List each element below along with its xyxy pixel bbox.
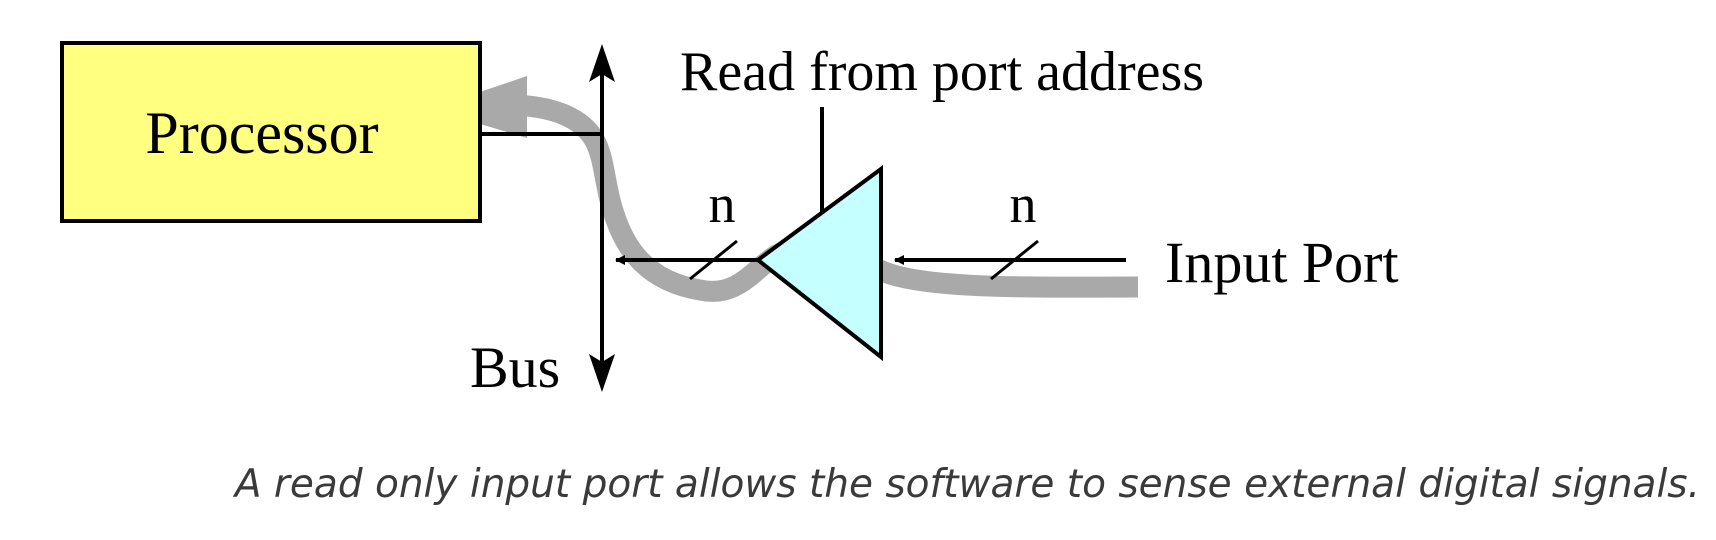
tristate-buffer-icon [754,165,883,362]
figure-caption: A read only input port allows the softwa… [234,462,1700,507]
input-port-diagram: Processor Bus Read from port address n n… [60,41,1399,400]
processor-box [60,41,482,223]
bus-width-slash-left [689,239,738,281]
bus-arrow-up [589,44,615,82]
bus-width-right-label: n [1010,174,1037,234]
bus-label: Bus [470,335,560,400]
processor-label: Processor [145,100,378,166]
data-flow-path [489,94,1139,302]
bus-width-left-label: n [709,174,736,234]
bus-arrow-down [589,354,615,392]
read-address-label: Read from port address [680,41,1204,103]
input-port-label: Input Port [1165,230,1399,295]
bus-width-slash-right [990,239,1039,281]
